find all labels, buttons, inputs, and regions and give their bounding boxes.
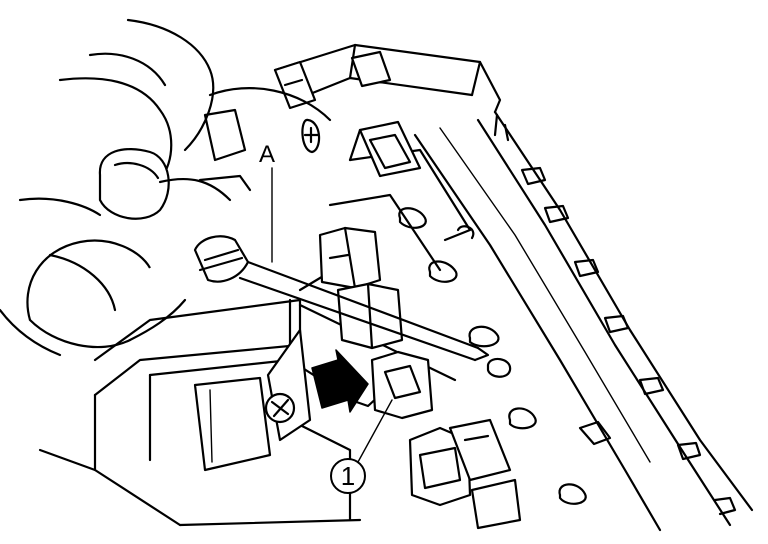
callout-1: 1 [330, 399, 393, 494]
connectors [318, 226, 522, 530]
direction-arrow [311, 349, 369, 413]
callout-a: A [259, 141, 275, 263]
panel-opening [198, 87, 332, 192]
label-1: 1 [341, 461, 355, 491]
dashboard-panel [38, 298, 362, 527]
rail-slots [398, 207, 612, 505]
mounting-bracket [264, 118, 321, 442]
screwdriver [193, 235, 490, 362]
hand-lower [0, 239, 187, 357]
hand-upper [18, 18, 232, 220]
label-a: A [259, 141, 275, 168]
top-clip [273, 50, 422, 178]
